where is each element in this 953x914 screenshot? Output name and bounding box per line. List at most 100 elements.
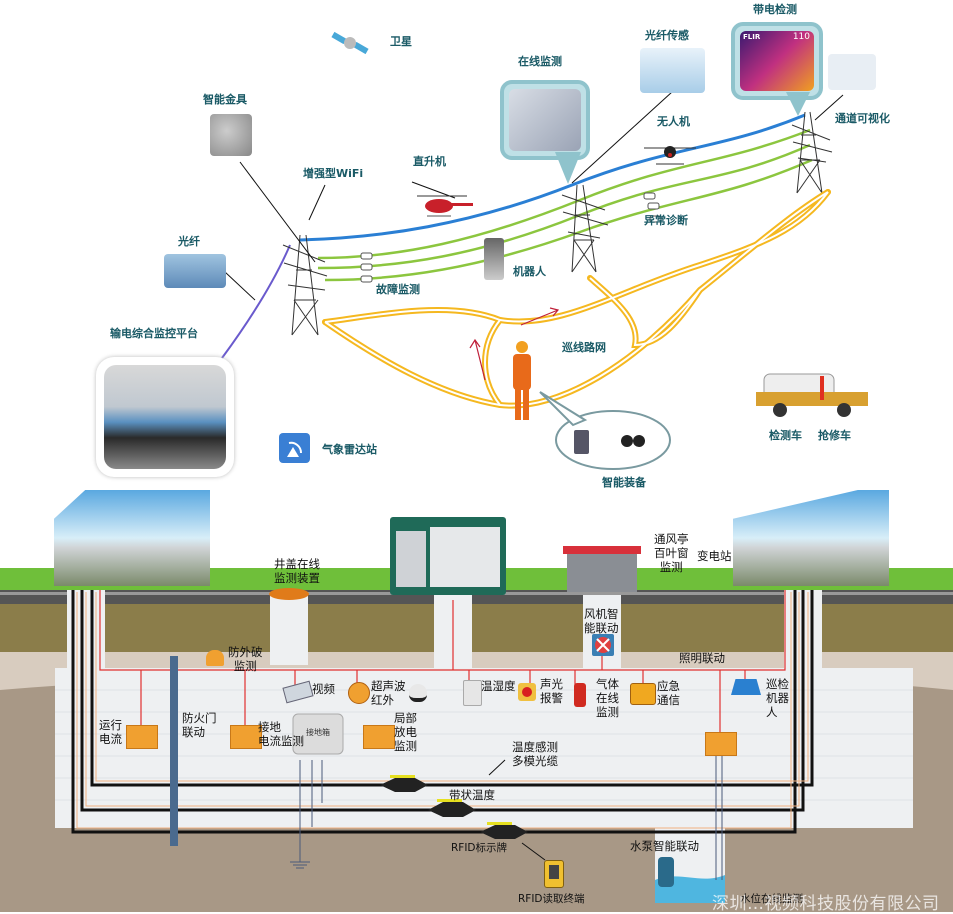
label-pump-linkage: 水泵智能联动 bbox=[630, 839, 699, 853]
label-helicopter: 直升机 bbox=[413, 155, 446, 168]
handheld-device-icon bbox=[574, 430, 589, 454]
label-monitoring-platform: 输电综合监控平台 bbox=[110, 327, 198, 340]
label-vent-louver: 通风亭 百叶窗 监测 bbox=[654, 532, 689, 574]
label-sound-light-alarm: 声光 报警 bbox=[540, 677, 563, 705]
partial-discharge-monitor bbox=[363, 725, 395, 749]
label-drone: 无人机 bbox=[657, 115, 690, 128]
gas-detector-icon bbox=[574, 683, 586, 707]
tunnel-monitor-unit bbox=[705, 732, 737, 756]
label-inspection-vehicle: 检测车 bbox=[769, 429, 802, 442]
running-current-monitor bbox=[126, 725, 158, 749]
weather-radar-icon bbox=[279, 433, 310, 463]
dome-camera-icon bbox=[409, 684, 427, 702]
label-partial-discharge: 局部 放电 监测 bbox=[394, 711, 417, 753]
label-emergency-comm: 应急 通信 bbox=[657, 679, 680, 707]
label-channel-visualization: 通道可视化 bbox=[835, 112, 890, 125]
label-manhole-monitor: 井盖在线 监测装置 bbox=[274, 557, 320, 585]
label-online-monitoring: 在线监测 bbox=[518, 55, 562, 68]
ground-current-monitor bbox=[230, 725, 262, 749]
line-robot-icon bbox=[484, 238, 504, 280]
patrol-direction-arrow bbox=[520, 307, 560, 326]
anti-damage-icon bbox=[206, 650, 224, 666]
transmission-tower-3 bbox=[791, 111, 833, 194]
transmission-tower-2 bbox=[561, 184, 609, 273]
label-temp-humidity: 温湿度 bbox=[481, 679, 516, 693]
temp-humidity-sensor-icon bbox=[463, 680, 482, 706]
vent-pavilion bbox=[563, 546, 641, 592]
label-smart-equipment: 智能装备 bbox=[602, 476, 646, 489]
label-patrol-road-network: 巡线路网 bbox=[562, 341, 606, 354]
transmission-tower-1 bbox=[282, 234, 328, 336]
label-optical-fiber: 光纤 bbox=[178, 235, 200, 248]
manhole-cover bbox=[269, 588, 309, 600]
thermal-image-callout: FLIR 110 bbox=[731, 22, 823, 100]
label-robot: 机器人 bbox=[513, 265, 546, 278]
label-gas-monitoring: 气体 在线 监测 bbox=[596, 677, 619, 719]
label-strip-temp: 带状温度 bbox=[449, 788, 495, 802]
label-weather-radar: 气象雷达站 bbox=[322, 443, 377, 456]
label-video: 视频 bbox=[312, 682, 335, 696]
online-monitoring-callout bbox=[500, 80, 590, 160]
water-pump-icon bbox=[658, 857, 674, 887]
switch-cabinet bbox=[390, 517, 506, 595]
label-substation: 变电站 bbox=[697, 549, 732, 563]
control-room-image bbox=[96, 357, 234, 477]
optical-fiber-image bbox=[164, 254, 226, 288]
satellite-icon bbox=[330, 25, 370, 60]
label-patrol-robot: 巡检 机器 人 bbox=[766, 677, 789, 719]
label-running-current: 运行 电流 bbox=[99, 718, 122, 746]
patrol-worker-icon bbox=[508, 340, 536, 422]
label-anomaly-diagnosis: 异常诊断 bbox=[644, 214, 688, 227]
callout-pointer bbox=[786, 92, 810, 116]
communication-line bbox=[299, 113, 806, 242]
callout-pointer bbox=[555, 152, 581, 184]
label-rfid-tag: RFID标示牌 bbox=[451, 842, 508, 854]
fan-icon bbox=[592, 634, 614, 656]
label-fan-linkage: 风机智 能联动 bbox=[584, 607, 619, 635]
surveillance-camera-image bbox=[828, 54, 876, 90]
label-rfid-reader: RFID读取终端 bbox=[518, 893, 585, 905]
strip-temperature-sensors bbox=[380, 778, 528, 839]
label-fiber-sensing: 光纤传感 bbox=[645, 29, 689, 42]
ultrasonic-sensor-icon bbox=[348, 682, 370, 704]
patrol-direction-arrow bbox=[469, 338, 486, 381]
helicopter-icon bbox=[417, 190, 477, 220]
sound-light-alarm-icon bbox=[518, 683, 536, 701]
fire-door-pipe bbox=[170, 656, 178, 846]
smart-fitting-image bbox=[210, 114, 252, 156]
patrol-road-network bbox=[322, 189, 831, 409]
thermal-reading: 110 bbox=[792, 32, 810, 42]
binoculars-icon bbox=[620, 431, 646, 449]
label-ground-current: 接地 电流监测 bbox=[258, 720, 304, 748]
label-anti-damage: 防外破 监测 bbox=[228, 645, 263, 673]
smart-equipment-bubble bbox=[555, 410, 671, 470]
tunnel-wall bbox=[55, 668, 913, 828]
patrol-robot-icon bbox=[731, 679, 761, 695]
label-repair-vehicle: 抢修车 bbox=[818, 429, 851, 442]
thermal-brand: FLIR bbox=[743, 33, 761, 41]
label-lighting-linkage: 照明联动 bbox=[679, 651, 725, 665]
shaft-manhole bbox=[270, 595, 308, 665]
ground-box bbox=[292, 713, 344, 755]
label-temp-fiber: 温度感测 多模光缆 bbox=[512, 740, 558, 768]
fault-monitor-devices bbox=[360, 192, 662, 283]
label-fault-monitoring: 故障监测 bbox=[376, 283, 420, 296]
signal-bus bbox=[99, 590, 786, 732]
rfid-reader-icon bbox=[544, 860, 564, 888]
label-fire-door: 防火门 联动 bbox=[182, 711, 217, 739]
drone-icon bbox=[642, 140, 698, 170]
substation-left-image bbox=[54, 490, 210, 586]
company-watermark: 深圳…视频科技股份有限公司 bbox=[712, 894, 940, 914]
grounding-lines bbox=[290, 752, 723, 880]
fiber-line bbox=[221, 244, 291, 359]
label-ground-box: 接地箱 bbox=[306, 728, 330, 737]
inspection-vehicle-icon bbox=[756, 368, 868, 420]
label-ultrasonic-ir: 超声波 红外 bbox=[371, 679, 406, 707]
fiber-sensor-image bbox=[640, 48, 705, 93]
label-enhanced-wifi: 增强型WiFi bbox=[303, 167, 364, 180]
pointer-lines bbox=[224, 91, 844, 301]
label-water-level: 水位在线监测 bbox=[740, 893, 803, 905]
label-smart-fitting: 智能金具 bbox=[203, 93, 247, 106]
label-live-detection: 带电检测 bbox=[753, 3, 797, 16]
emergency-phone-icon bbox=[630, 683, 656, 705]
